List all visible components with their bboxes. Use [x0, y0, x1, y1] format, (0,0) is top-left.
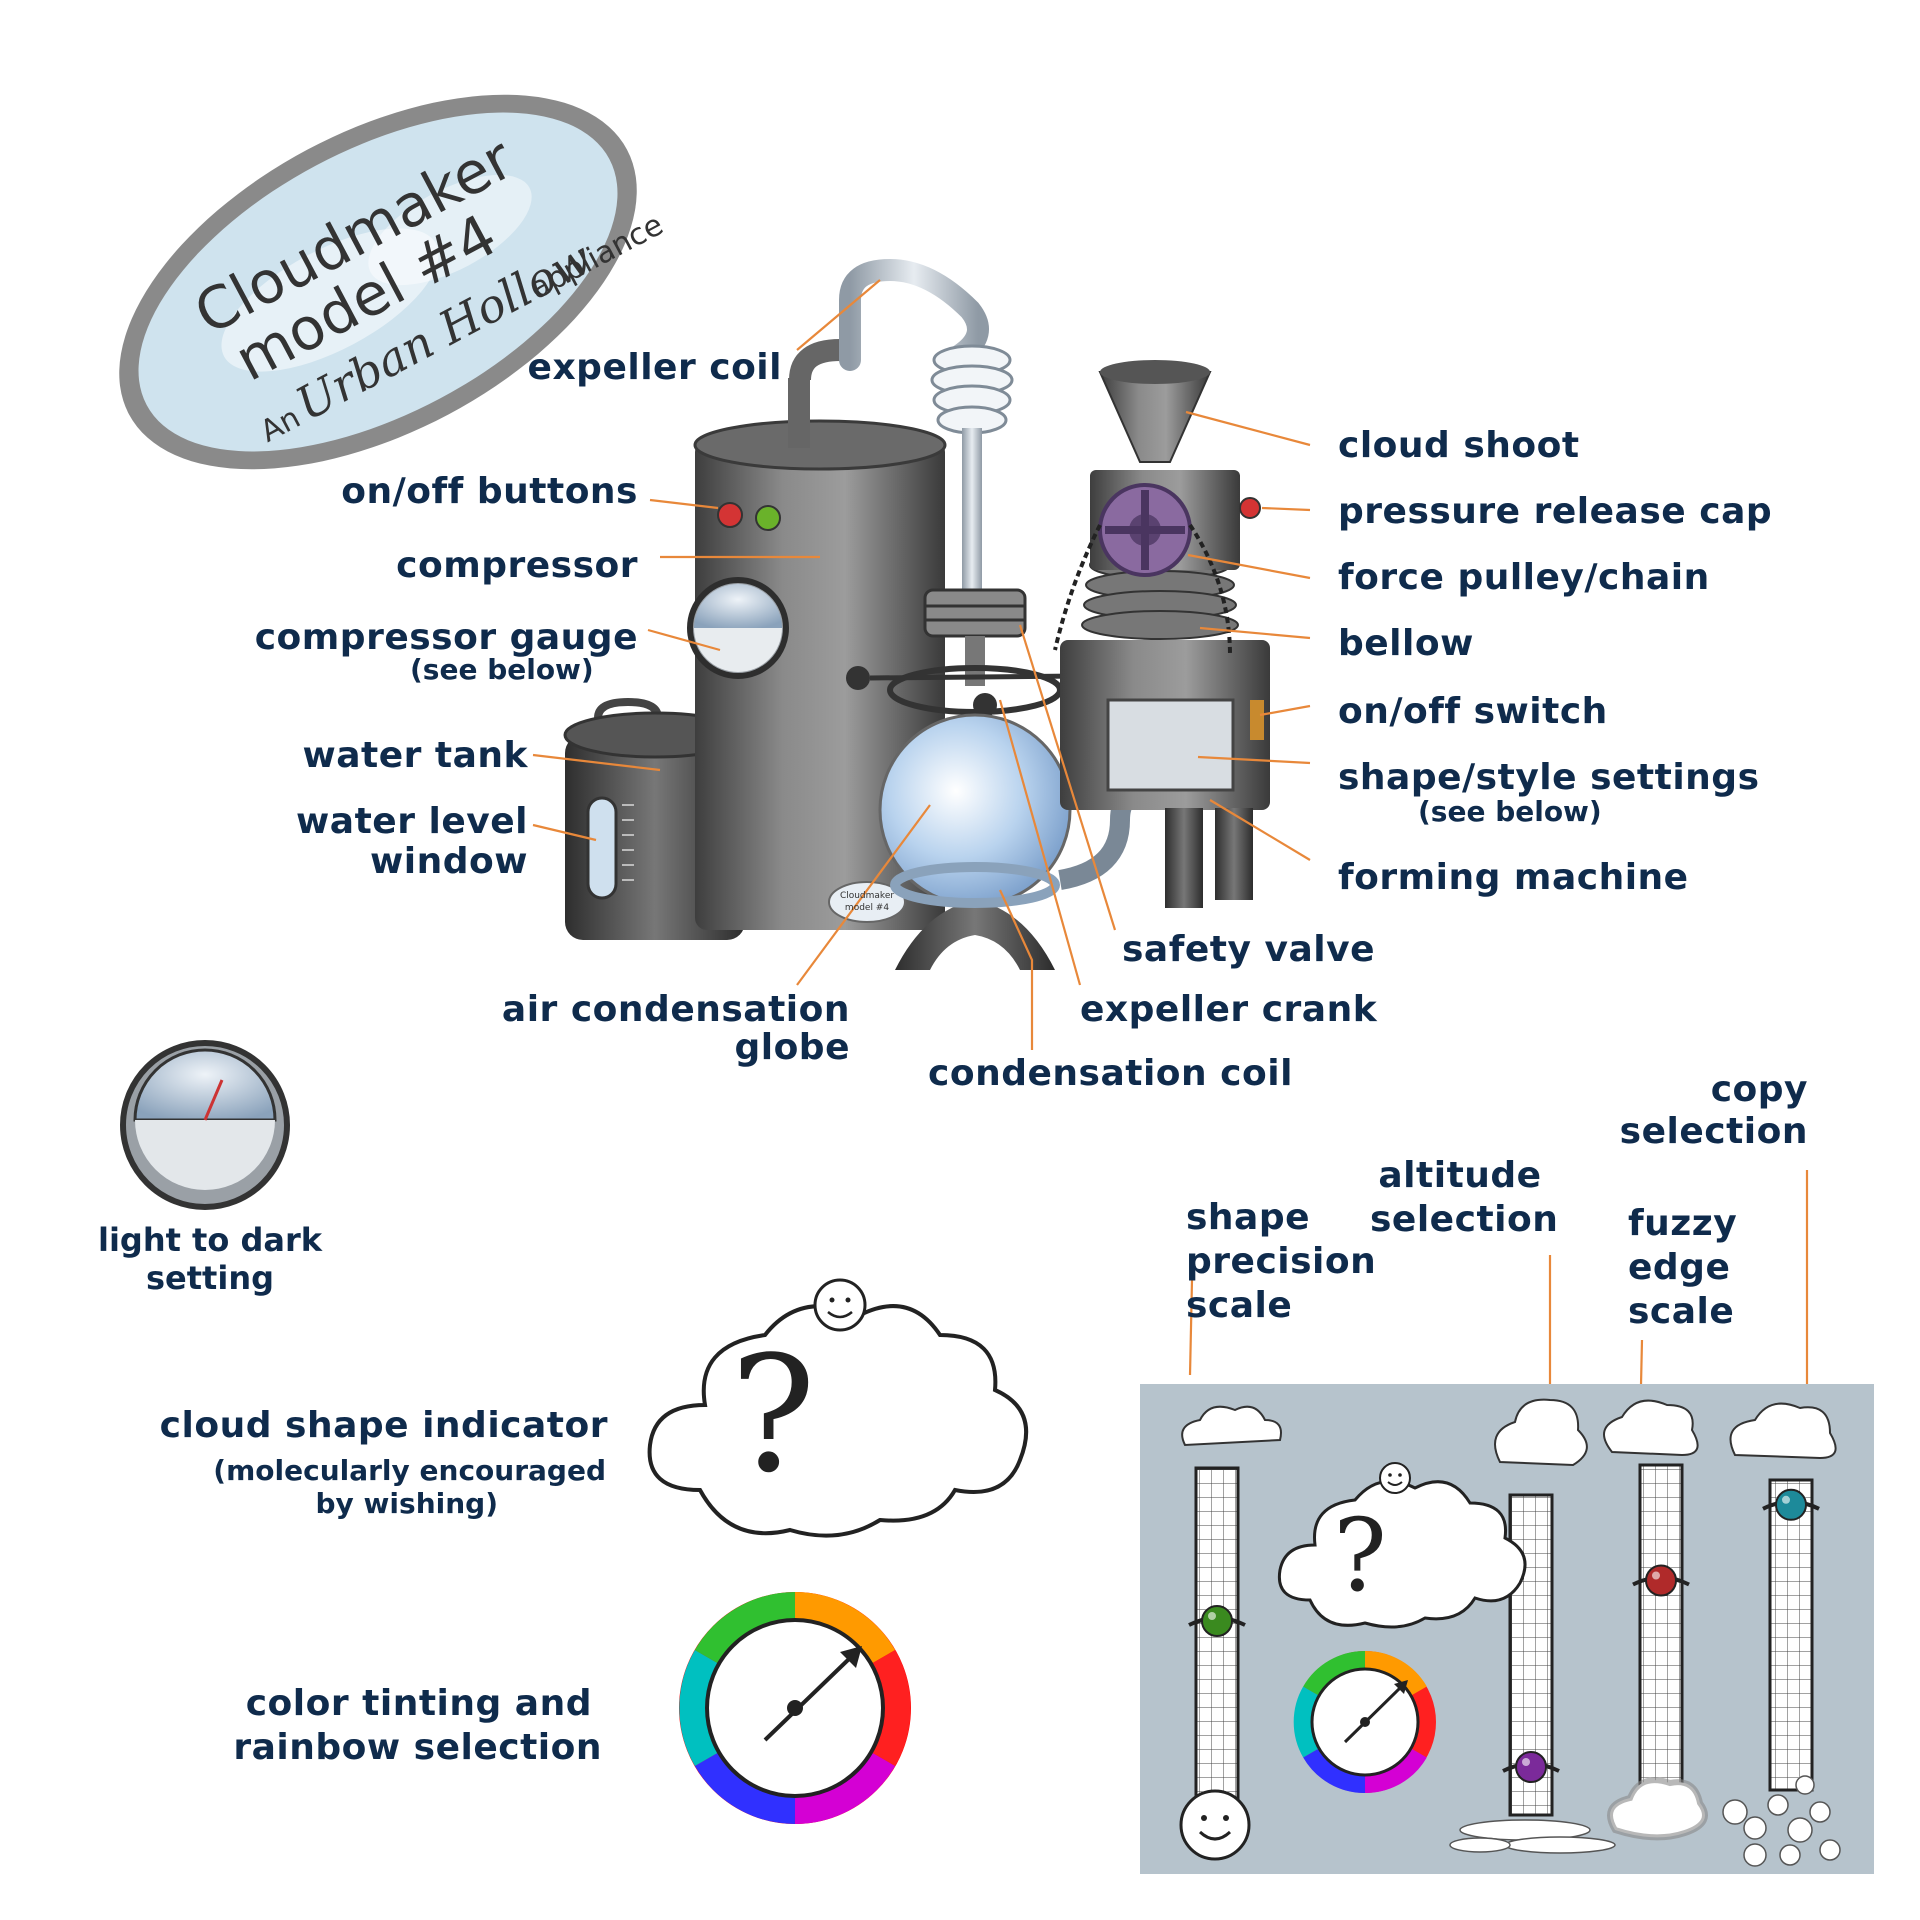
label-shape-precision-2: precision [1186, 1241, 1377, 1282]
label-expeller-crank: expeller crank [1080, 989, 1378, 1030]
panel-top-clouds [1181, 1398, 1837, 1467]
label-cloud-shape-indicator: cloud shape indicator [159, 1405, 608, 1446]
slider-knob-altitude[interactable] [1515, 1751, 1547, 1783]
label-condensation-coil: condensation coil [928, 1053, 1293, 1094]
label-forming-machine: forming machine [1338, 857, 1689, 898]
label-fuzzy-2: edge [1628, 1247, 1731, 1288]
label-on-off-switch: on/off switch [1338, 691, 1608, 732]
label-compressor-gauge-note: (see below) [410, 653, 594, 686]
label-compressor-gauge: compressor gauge [254, 617, 638, 658]
slider-knob-highlight-shape-precision [1208, 1612, 1216, 1620]
slider-knob-highlight-altitude [1522, 1758, 1530, 1766]
label-air-condensation-globe-1: air condensation [501, 989, 850, 1030]
shape-style-settings-panel [1140, 1384, 1874, 1874]
label-altitude-2: selection [1370, 1199, 1559, 1240]
label-safety-valve: safety valve [1122, 929, 1375, 970]
question-mark-large: ? [730, 1321, 816, 1508]
panel-color-wheel [1293, 1650, 1436, 1794]
title-badge [119, 94, 637, 470]
slider-knob-copy[interactable] [1775, 1488, 1807, 1521]
label-water-tank: water tank [302, 735, 528, 776]
panel-bottom-clouds [1449, 1775, 1841, 1867]
label-water-level-window-1: water level [296, 801, 528, 842]
label-force-pulley-chain: force pulley/chain [1338, 557, 1710, 598]
label-on-off-buttons: on/off buttons [341, 471, 638, 512]
label-shape-precision-1: shape [1186, 1197, 1311, 1238]
smiley-cloud-icon [1179, 1789, 1251, 1861]
label-water-level-window-2: window [370, 841, 528, 882]
label-copy-1: copy [1710, 1069, 1808, 1110]
slider-knob-shape-precision[interactable] [1201, 1605, 1233, 1637]
label-color-tinting-1: color tinting and [245, 1683, 592, 1724]
slider-knob-highlight-copy [1782, 1495, 1790, 1504]
label-fuzzy-3: scale [1628, 1291, 1735, 1332]
color-wheel-art [679, 1592, 911, 1824]
panel-cloud-indicator: ? [1277, 1462, 1527, 1629]
machine-plate-line1: Cloudmaker [840, 891, 894, 901]
expeller-coil-art [839, 258, 1014, 598]
slider-knob-fuzzy-edge[interactable] [1645, 1564, 1677, 1597]
label-expeller-coil: expeller coil [527, 347, 782, 388]
label-altitude-1: altitude [1378, 1155, 1542, 1196]
cloud-shape-indicator-art [647, 1278, 1029, 1538]
label-copy-2: selection [1619, 1111, 1808, 1152]
condensation-globe-art [878, 713, 1072, 970]
label-shape-precision-3: scale [1186, 1285, 1293, 1326]
light-to-dark-gauge-art [120, 1040, 290, 1210]
label-pressure-release-cap: pressure release cap [1338, 491, 1773, 532]
machine-plate-line2: model #4 [845, 903, 889, 913]
label-compressor: compressor [396, 545, 638, 586]
label-shape-style-settings-note: (see below) [1418, 795, 1602, 828]
label-shape-style-settings: shape/style settings [1338, 757, 1760, 798]
label-fuzzy-1: fuzzy [1628, 1203, 1738, 1244]
question-mark-small: ? [1333, 1497, 1387, 1614]
slider-knob-highlight-fuzzy-edge [1652, 1571, 1660, 1580]
label-cloud-shoot: cloud shoot [1338, 425, 1580, 466]
label-air-condensation-globe-2: globe [734, 1027, 850, 1068]
label-cloud-shape-note-2: by wishing) [315, 1487, 498, 1520]
label-light-to-dark-2: setting [146, 1259, 274, 1297]
forming-machine-art [1053, 360, 1270, 908]
label-light-to-dark-1: light to dark [97, 1221, 323, 1259]
label-color-tinting-2: rainbow selection [233, 1727, 602, 1768]
label-bellow: bellow [1338, 623, 1474, 664]
label-cloud-shape-note-1: (molecularly encouraged [213, 1454, 606, 1487]
